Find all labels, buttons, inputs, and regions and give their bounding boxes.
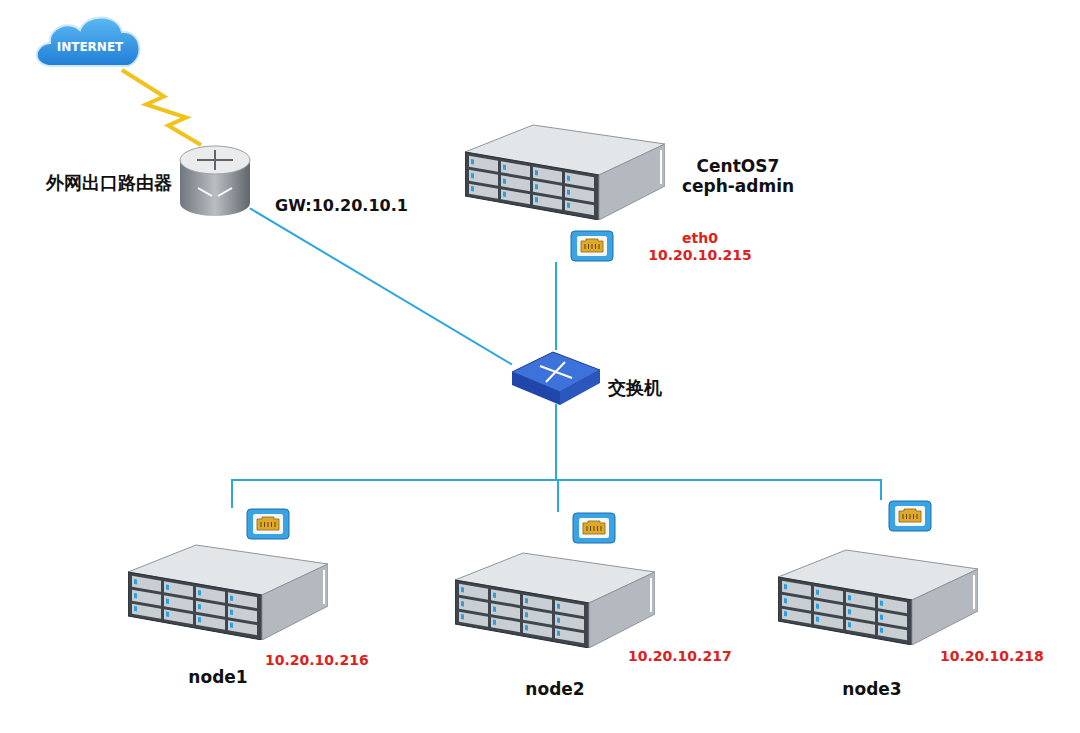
- cloud-text: INTERNET: [57, 40, 124, 54]
- nic-icon: [571, 231, 613, 261]
- internet-cloud: [37, 17, 140, 66]
- network-cable: [556, 404, 881, 500]
- node-name: node3: [842, 679, 901, 699]
- nic-icon: [573, 513, 615, 543]
- server-icon: [465, 125, 665, 220]
- router-icon: [180, 146, 250, 216]
- device-name: 外网出口路由器: [46, 172, 172, 194]
- network-cable: [232, 404, 556, 508]
- ip-address: 10.20.10.216: [265, 652, 369, 669]
- device-name: 交换机: [608, 377, 662, 399]
- cloud-node: INTERNET: [40, 18, 140, 68]
- node-name: node2: [525, 679, 584, 699]
- server-node: node210.20.10.217: [455, 512, 655, 650]
- server-node: node310.20.10.218: [778, 500, 978, 647]
- server-icon: [778, 550, 978, 645]
- switch-node: 交换机: [510, 350, 602, 408]
- server-node: CentOS7 ceph-admineth0 10.20.10.215: [465, 120, 665, 262]
- server-icon: [455, 553, 655, 648]
- ip-address: 10.20.10.218: [940, 648, 1044, 665]
- server-node: node110.20.10.216: [128, 508, 330, 642]
- ip-address: eth0 10.20.10.215: [645, 230, 755, 264]
- network-cable: [555, 262, 557, 350]
- nic-icon: [889, 501, 931, 531]
- switch-icon: [512, 352, 600, 405]
- server-icon: [128, 545, 328, 640]
- router-node: 外网出口路由器: [180, 145, 250, 217]
- nic-icon: [247, 509, 289, 539]
- ip-address: 10.20.10.217: [628, 648, 732, 665]
- gateway-label: GW:10.20.10.1: [275, 196, 408, 215]
- lightning-link: [122, 70, 201, 145]
- node-name: node1: [188, 667, 247, 687]
- network-cable: [250, 208, 512, 364]
- server-name: CentOS7 ceph-admin: [678, 156, 798, 197]
